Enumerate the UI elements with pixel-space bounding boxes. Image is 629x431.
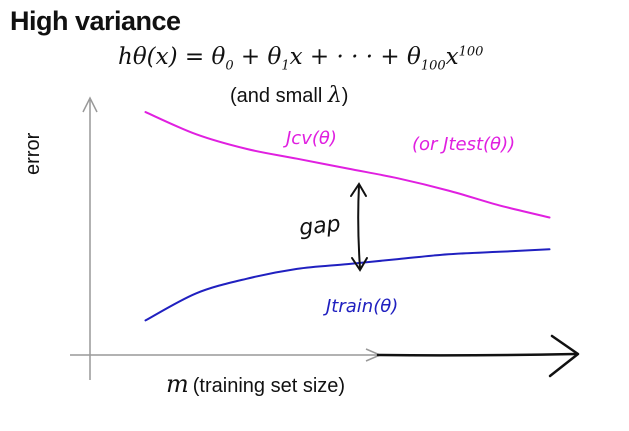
- formula-x: x: [445, 44, 459, 70]
- formula-sub-0: 0: [225, 58, 234, 74]
- jtrain-curve: [144, 248, 551, 322]
- hypothesis-formula: hθ(x) = θ0 + θ1x + · · · + θ100x100: [118, 44, 483, 74]
- formula-sub-1: 1: [281, 58, 290, 74]
- x-axis-text: (training set size): [192, 375, 346, 397]
- x-axis-hand-arrowhead: [548, 334, 580, 378]
- regularization-note: (and small λ): [230, 83, 348, 108]
- x-axis-label: m(training set size): [166, 370, 345, 398]
- gap-arrow: [357, 184, 361, 269]
- y-axis-arrowhead: [82, 96, 98, 113]
- jtrain-label: Jtrain(θ): [323, 296, 398, 317]
- jtest-label: (or Jtest(θ)): [412, 134, 515, 155]
- formula-exponent: 100: [458, 44, 484, 60]
- x-axis-symbol: m: [166, 370, 189, 398]
- x-axis-hand-extension: [376, 352, 577, 357]
- formula-mid: x + · · · + θ: [289, 44, 421, 70]
- jcv-curve: [144, 111, 551, 219]
- formula-lhs: hθ(x) = θ: [118, 44, 226, 70]
- note-suffix: ): [341, 85, 349, 107]
- formula-sub-100: 100: [420, 58, 446, 74]
- series-layer: [144, 111, 551, 322]
- gap-arrow-bottom-head: [351, 257, 368, 272]
- slide-title: High variance: [10, 6, 181, 36]
- lambda-symbol: λ: [327, 83, 342, 108]
- gap-label: gap: [298, 212, 342, 241]
- formula-plus: + θ: [233, 44, 282, 70]
- note-prefix: (and small: [230, 85, 328, 107]
- jcv-label: Jcv(θ): [283, 128, 337, 149]
- gap-arrow-top-head: [350, 182, 367, 197]
